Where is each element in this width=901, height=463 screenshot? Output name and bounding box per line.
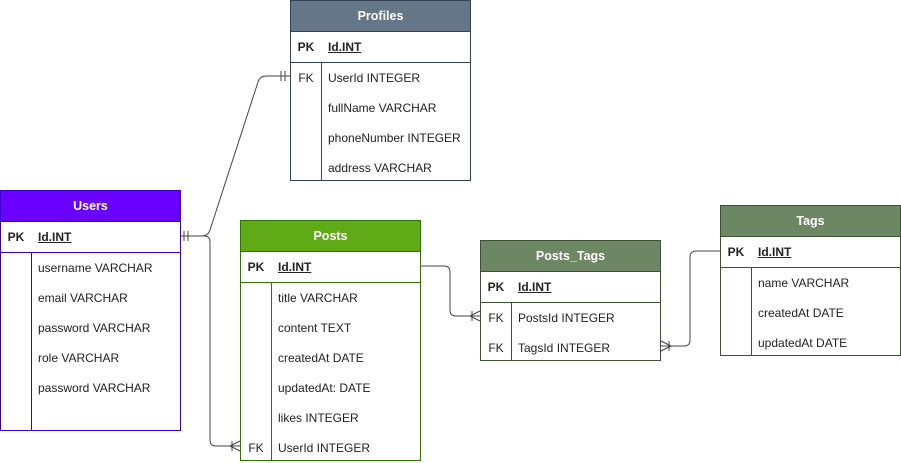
pk-row: PK Id.INT	[481, 271, 660, 303]
pk-row: PK Id.INT	[291, 31, 470, 63]
field-row: createdAt DATE	[721, 298, 900, 328]
pk-label: PK	[7, 230, 25, 244]
field-row: createdAt DATE	[241, 343, 420, 373]
entity-title: Tags	[721, 206, 900, 236]
connector-posts-poststags	[421, 265, 480, 317]
field-label: PostsId INTEGER	[518, 311, 615, 325]
pk-label: PK	[727, 245, 745, 259]
field-label: address VARCHAR	[328, 161, 432, 175]
field-label: role VARCHAR	[38, 351, 120, 365]
entity-title: Posts_Tags	[481, 241, 660, 271]
field-label: username VARCHAR	[38, 261, 153, 275]
key-label: FK	[488, 311, 504, 325]
entity-posts[interactable]: Posts PK Id.INT title VARCHAR content TE…	[240, 220, 421, 461]
field-row: content TEXT	[241, 313, 420, 343]
field-label: updatedAt: DATE	[278, 381, 371, 395]
field-label: TagsId INTEGER	[518, 341, 611, 355]
entity-users[interactable]: Users PK Id.INT username VARCHAR email V…	[0, 190, 181, 431]
pk-row: PK Id.INT	[1, 221, 180, 253]
field-label: email VARCHAR	[38, 291, 128, 305]
field-row: updatedAt DATE	[721, 328, 900, 358]
pk-field: Id.INT	[758, 245, 792, 259]
key-label: FK	[298, 71, 314, 85]
pk-field: Id.INT	[278, 260, 312, 274]
column-divider	[271, 282, 272, 460]
field-row: title VARCHAR	[241, 283, 420, 313]
field-label: updatedAt DATE	[758, 336, 848, 350]
field-row: password VARCHAR	[1, 313, 180, 343]
field-label: phoneNumber INTEGER	[328, 131, 461, 145]
entity-title: Posts	[241, 221, 420, 251]
key-label: FK	[488, 341, 504, 355]
connector-users-profiles	[181, 75, 290, 237]
field-label: password VARCHAR	[38, 381, 151, 395]
field-row: FK PostsId INTEGER	[481, 303, 660, 333]
field-row: likes INTEGER	[241, 403, 420, 433]
field-row: fullName VARCHAR	[291, 93, 470, 123]
field-label: createdAt DATE	[278, 351, 364, 365]
entity-profiles[interactable]: Profiles PK Id.INT FK UserId INTEGER ful…	[290, 0, 471, 181]
column-divider	[31, 252, 32, 430]
pk-label: PK	[247, 260, 265, 274]
entity-posts-tags[interactable]: Posts_Tags PK Id.INT FK PostsId INTEGER …	[480, 240, 661, 361]
pk-field: Id.INT	[518, 280, 552, 294]
column-divider	[511, 302, 512, 360]
field-label: createdAt DATE	[758, 306, 844, 320]
column-divider	[751, 267, 752, 355]
key-label: FK	[248, 441, 264, 455]
pk-row: PK Id.INT	[241, 251, 420, 283]
entity-title: Users	[1, 191, 180, 221]
field-row: address VARCHAR	[291, 153, 470, 183]
field-label: password VARCHAR	[38, 321, 151, 335]
field-row: password VARCHAR	[1, 373, 180, 403]
field-row: name VARCHAR	[721, 268, 900, 298]
connector-tags-poststags	[661, 250, 720, 347]
pk-row: PK Id.INT	[721, 236, 900, 268]
pk-label: PK	[487, 280, 505, 294]
field-row: FK UserId INTEGER	[291, 63, 470, 93]
field-label: title VARCHAR	[278, 291, 358, 305]
field-label: content TEXT	[278, 321, 352, 335]
field-row: role VARCHAR	[1, 343, 180, 373]
field-row: FK TagsId INTEGER	[481, 333, 660, 363]
field-label: name VARCHAR	[758, 276, 850, 290]
field-label: UserId INTEGER	[328, 71, 421, 85]
field-label: UserId INTEGER	[278, 441, 371, 455]
field-label: fullName VARCHAR	[328, 101, 437, 115]
field-row: FK UserId INTEGER	[241, 433, 420, 463]
pk-field: Id.INT	[328, 40, 362, 54]
field-row: username VARCHAR	[1, 253, 180, 283]
field-row: email VARCHAR	[1, 283, 180, 313]
entity-title: Profiles	[291, 1, 470, 31]
field-row: updatedAt: DATE	[241, 373, 420, 403]
entity-tags[interactable]: Tags PK Id.INT name VARCHAR createdAt DA…	[720, 205, 901, 356]
pk-field: Id.INT	[38, 230, 72, 244]
pk-label: PK	[297, 40, 315, 54]
column-divider	[321, 62, 322, 180]
field-label: likes INTEGER	[278, 411, 359, 425]
connector-users-posts	[188, 235, 240, 447]
field-row: phoneNumber INTEGER	[291, 123, 470, 153]
